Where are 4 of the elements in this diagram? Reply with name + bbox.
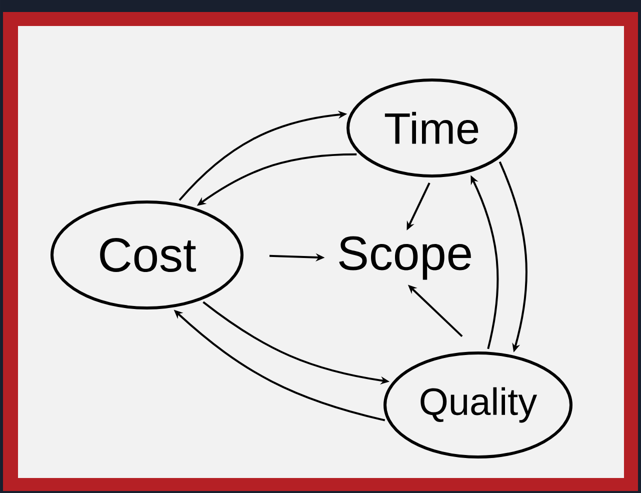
ellipse-node: Time <box>346 78 518 178</box>
ellipse-node: Quality <box>384 352 572 458</box>
ellipse-node: Cost <box>50 200 244 310</box>
node-text: Scope <box>339 236 471 280</box>
